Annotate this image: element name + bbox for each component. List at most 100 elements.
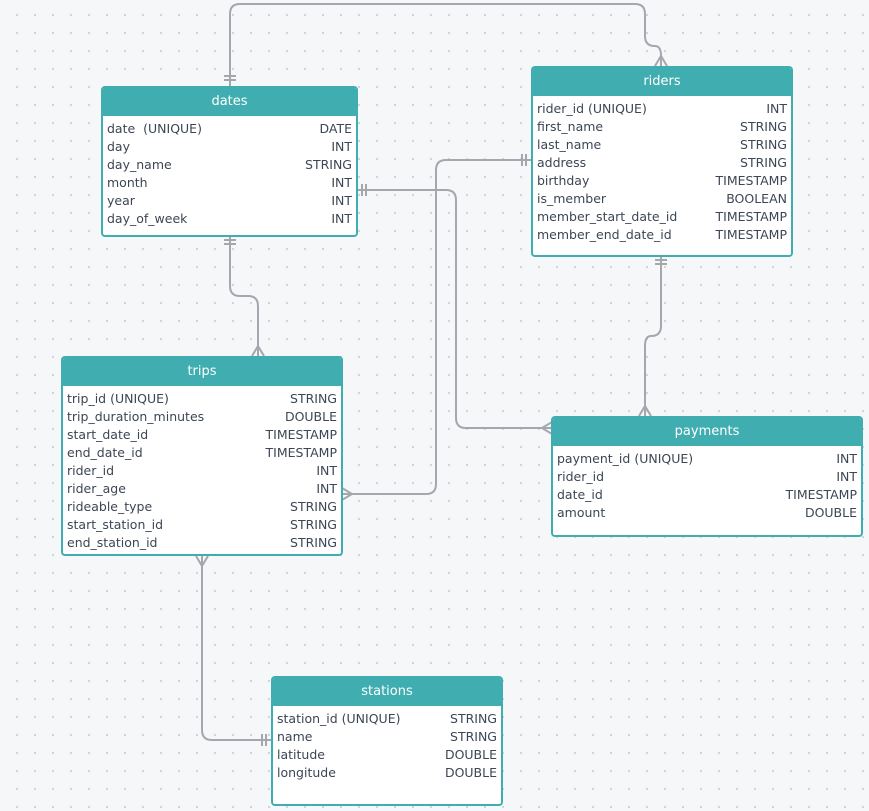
column-name: birthday [537, 173, 590, 188]
column-row[interactable]: rider_id INT [63, 462, 341, 480]
table-trips[interactable]: trips trip_id (UNIQUE) STRING trip_duratio… [61, 356, 343, 556]
one-marker-riders-trips [521, 154, 527, 166]
table-title: dates [103, 88, 356, 116]
column-name: start_station_id [67, 517, 164, 532]
column-row[interactable]: trip_id (UNIQUE) STRING [63, 390, 341, 408]
many-marker-riders-payments [638, 404, 652, 417]
column-type: INT [331, 211, 352, 226]
column-type: STRING [740, 119, 787, 134]
column-row[interactable]: latitude DOUBLE [273, 746, 501, 764]
one-marker-dates-trips [224, 239, 236, 245]
connector-dates-payments[interactable] [357, 189, 552, 429]
column-row[interactable]: name STRING [273, 728, 501, 746]
column-row[interactable]: birthday TIMESTAMP [533, 172, 791, 190]
column-row[interactable]: date_id TIMESTAMP [553, 486, 861, 504]
many-marker-dates-trips [251, 344, 265, 357]
table-title: trips [63, 358, 341, 386]
table-columns: trip_id (UNIQUE) STRING trip_duration_minu… [63, 386, 341, 552]
table-title: payments [553, 418, 861, 446]
column-name: day_of_week [107, 211, 188, 226]
column-row[interactable]: rideable_type STRING [63, 498, 341, 516]
column-row[interactable]: month INT [103, 174, 356, 192]
column-type: INT [331, 193, 352, 208]
column-type: DOUBLE [444, 765, 497, 780]
column-name: rider_age [67, 481, 126, 496]
column-name: first_name [537, 119, 604, 134]
connector-riders-payments[interactable] [644, 256, 662, 416]
column-name: trip_id (UNIQUE) [67, 391, 169, 406]
column-type: STRING [290, 535, 337, 550]
column-row[interactable]: longitude DOUBLE [273, 764, 501, 782]
one-marker-riders-payments [655, 259, 667, 265]
column-name: rider_id [67, 463, 115, 478]
column-type: DOUBLE [444, 747, 497, 762]
column-name: trip_duration_minutes [67, 409, 205, 424]
column-row[interactable]: end_date_id TIMESTAMP [63, 444, 341, 462]
column-name: date (UNIQUE) [107, 121, 202, 136]
column-type: STRING [450, 711, 497, 726]
column-row[interactable]: year INT [103, 192, 356, 210]
column-type: STRING [305, 157, 352, 172]
many-marker-riders-trips [341, 487, 354, 501]
table-title: riders [533, 68, 791, 96]
column-name: latitude [277, 747, 325, 762]
connector-stations-trips[interactable] [201, 556, 272, 741]
column-name: longitude [277, 765, 336, 780]
column-name: rider_id [557, 469, 605, 484]
one-marker-dates-riders [224, 75, 236, 81]
column-type: STRING [740, 155, 787, 170]
column-name: year [107, 193, 135, 208]
column-name: payment_id (UNIQUE) [557, 451, 694, 466]
column-type: STRING [290, 499, 337, 514]
column-type: INT [766, 101, 787, 116]
column-type: INT [836, 451, 857, 466]
column-type: INT [331, 175, 352, 190]
many-marker-dates-riders [654, 54, 668, 67]
column-row[interactable]: first_name STRING [533, 118, 791, 136]
column-name: date_id [557, 487, 603, 502]
column-type: TIMESTAMP [715, 173, 787, 188]
one-marker-stations-trips [261, 734, 267, 746]
connector-dates-trips[interactable] [229, 236, 259, 356]
column-type: TIMESTAMP [265, 427, 337, 442]
column-name: name [277, 729, 313, 744]
column-name: end_station_id [67, 535, 158, 550]
column-row[interactable]: station_id (UNIQUE)STRING [273, 710, 501, 728]
column-name: month [107, 175, 148, 190]
column-type: STRING [450, 729, 497, 744]
column-row[interactable]: date (UNIQUE)DATE [103, 120, 356, 138]
table-title: stations [273, 678, 501, 706]
column-type: STRING [290, 391, 337, 406]
column-row[interactable]: payment_id (UNIQUE) INT [553, 450, 861, 468]
column-type: TIMESTAMP [265, 445, 337, 460]
column-row[interactable]: rider_id (UNIQUE)INT [533, 100, 791, 118]
column-row[interactable]: end_station_id STRING [63, 534, 341, 552]
column-type: INT [316, 463, 337, 478]
column-name: end_date_id [67, 445, 143, 460]
column-row[interactable]: day_of_week INT [103, 210, 356, 228]
column-name: rideable_type [67, 499, 153, 514]
connector-riders-trips[interactable] [342, 159, 532, 495]
connector-dates-riders[interactable] [229, 3, 662, 86]
column-type: TIMESTAMP [785, 487, 857, 502]
